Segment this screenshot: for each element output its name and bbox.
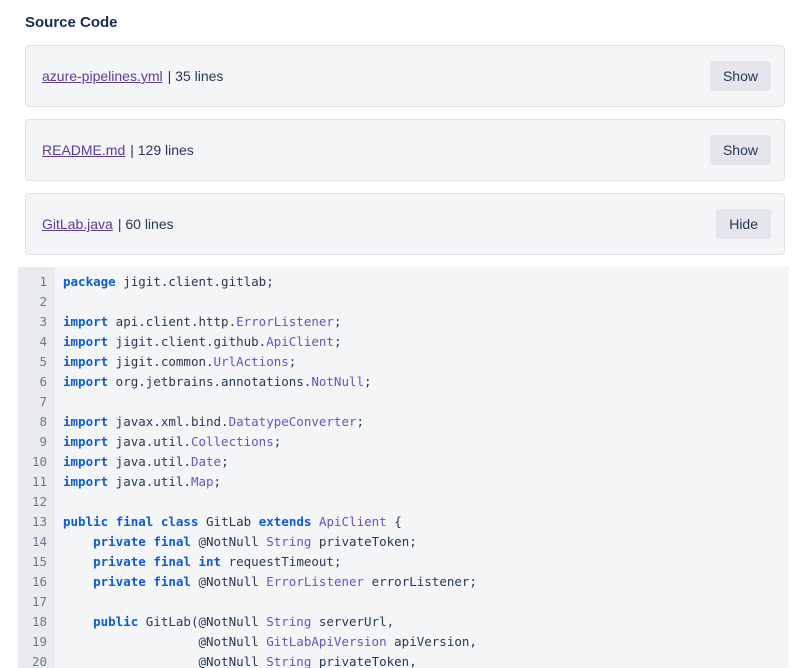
code-line-content: import jigit.client.github.ApiClient; [63, 334, 342, 349]
code-line-content: import javax.xml.bind.DatatypeConverter; [63, 414, 365, 429]
page-title: Source Code [25, 14, 118, 31]
line-number: 14 [31, 534, 47, 549]
code-line: 1 package jigit.client.gitlab; [18, 272, 789, 292]
line-number: 17 [31, 594, 47, 609]
code-line-content [55, 492, 63, 512]
code-line-content [55, 392, 63, 412]
code-line-content: import java.util.Map; [63, 474, 222, 489]
line-number: 2 [39, 294, 47, 309]
code-line-content: private final int requestTimeout; [93, 554, 342, 569]
line-number: 1 [39, 274, 47, 289]
file-link-azure-pipelines[interactable]: azure-pipelines.yml [42, 68, 163, 84]
code-line: 2 [18, 292, 789, 312]
line-number: 10 [31, 454, 47, 469]
file-panel-gitlab-java: GitLab.java | 60 lines Hide [25, 193, 785, 255]
code-line: 9 import java.util.Collections; [18, 432, 789, 452]
line-number: 12 [31, 494, 47, 509]
code-line-content: import api.client.http.ErrorListener; [63, 314, 342, 329]
code-line: 17 [18, 592, 789, 612]
hide-button-gitlab-java[interactable]: Hide [716, 209, 771, 239]
code-line: 19 @NotNull GitLabApiVersion apiVersion, [18, 632, 789, 652]
code-line: 11 import java.util.Map; [18, 472, 789, 492]
code-line-content: @NotNull String privateToken, [63, 654, 417, 668]
code-line: 15 private final int requestTimeout; [18, 552, 789, 572]
line-number: 6 [39, 374, 47, 389]
line-number: 16 [31, 574, 47, 589]
code-line: 12 [18, 492, 789, 512]
code-line: 10 import java.util.Date; [18, 452, 789, 472]
line-number: 19 [31, 634, 47, 649]
code-line: 13 public final class GitLab extends ApiC… [18, 512, 789, 532]
file-line-count: | 35 lines [167, 68, 224, 84]
code-line: 14 private final @NotNull String private… [18, 532, 789, 552]
line-number: 8 [39, 414, 47, 429]
code-block: 1 package jigit.client.gitlab; 2 3 import ap… [18, 267, 789, 668]
line-number: 11 [31, 474, 47, 489]
code-line: 3 import api.client.http.ErrorListener; [18, 312, 789, 332]
code-line: 8 import javax.xml.bind.DatatypeConverter… [18, 412, 789, 432]
line-number: 9 [39, 434, 47, 449]
file-line-count: | 60 lines [117, 216, 174, 232]
file-link-gitlab-java[interactable]: GitLab.java [42, 216, 113, 232]
line-number: 13 [31, 514, 47, 529]
code-line-content: @NotNull GitLabApiVersion apiVersion, [63, 634, 477, 649]
file-line-count: | 129 lines [130, 142, 194, 158]
code-line-content: package jigit.client.gitlab; [63, 274, 274, 289]
line-number: 3 [39, 314, 47, 329]
line-number: 7 [39, 394, 47, 409]
code-line-content: import java.util.Collections; [63, 434, 282, 449]
line-number: 5 [39, 354, 47, 369]
line-number: 15 [31, 554, 47, 569]
code-line-content: import org.jetbrains.annotations.NotNull… [63, 374, 372, 389]
code-line: 20 @NotNull String privateToken, [18, 652, 789, 668]
code-line-content [55, 592, 63, 612]
code-line-content: private final @NotNull String privateTok… [93, 534, 417, 549]
code-line: 7 [18, 392, 789, 412]
file-panel-azure-pipelines: azure-pipelines.yml | 35 lines Show [25, 45, 785, 107]
code-line-content: import jigit.common.UrlActions; [63, 354, 297, 369]
code-line: 4 import jigit.client.github.ApiClient; [18, 332, 789, 352]
code-line: 5 import jigit.common.UrlActions; [18, 352, 789, 372]
code-line-content [55, 292, 63, 312]
show-button-readme[interactable]: Show [709, 135, 771, 165]
show-button-azure-pipelines[interactable]: Show [709, 61, 771, 91]
line-number: 4 [39, 334, 47, 349]
code-line-content: import java.util.Date; [63, 454, 229, 469]
code-line-content: private final @NotNull ErrorListener err… [93, 574, 477, 589]
file-panel-readme: README.md | 129 lines Show [25, 119, 785, 181]
code-line: 6 import org.jetbrains.annotations.NotNul… [18, 372, 789, 392]
file-link-readme[interactable]: README.md [42, 142, 126, 158]
code-line-content: public final class GitLab extends ApiCli… [63, 514, 402, 529]
line-number: 20 [31, 654, 47, 668]
code-line-content: public GitLab(@NotNull String serverUrl, [93, 614, 395, 629]
code-line: 16 private final @NotNull ErrorListener … [18, 572, 789, 592]
line-number: 18 [31, 614, 47, 629]
code-line: 18 public GitLab(@NotNull String serverU… [18, 612, 789, 632]
